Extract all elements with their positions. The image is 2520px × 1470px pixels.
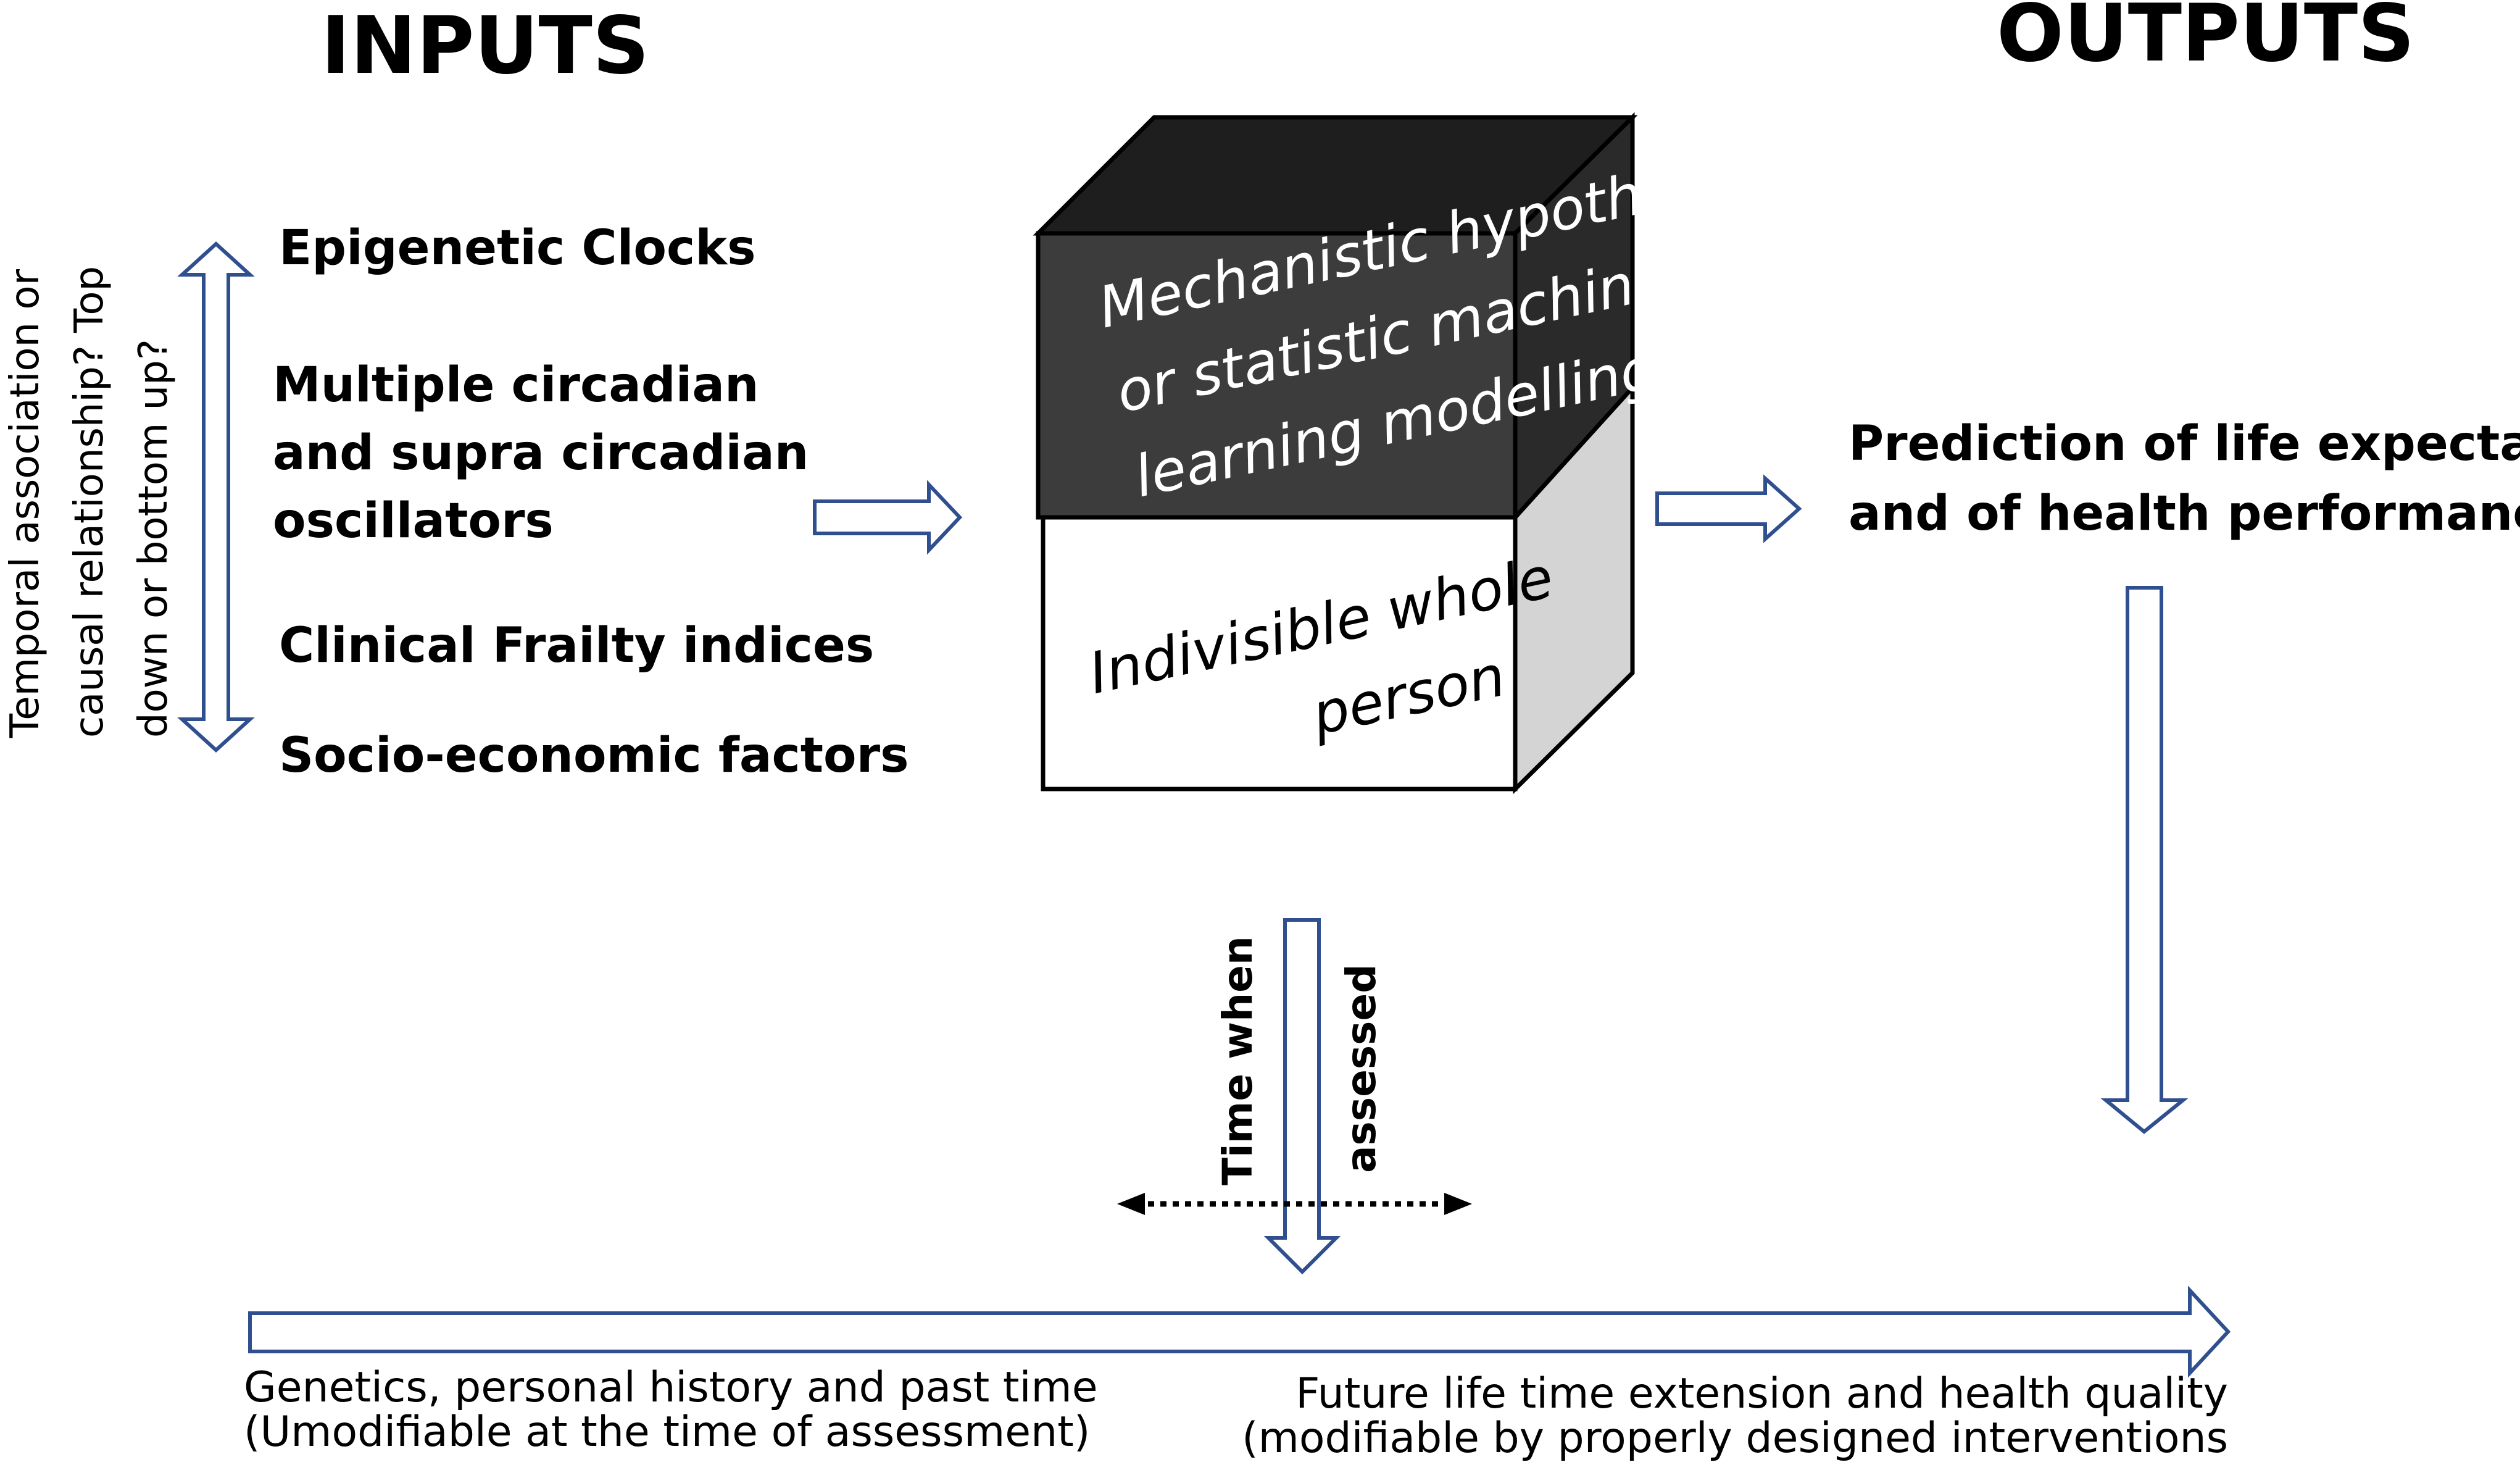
side-label-line-2: causal relationship? Top: [67, 266, 112, 738]
side-label-line-3: down or bottom up?: [131, 339, 177, 738]
model-cube: [1033, 112, 1638, 795]
timeline-left-line-2: (Umodifiable at the time of assessment): [244, 1408, 1090, 1456]
time-assessed-down-arrow: [1263, 918, 1341, 1275]
input-clinical-frailty: Clinical Frailty indices: [279, 618, 874, 674]
cube-lower-front-face: [1041, 515, 1518, 791]
cube-to-output-arrow: [1655, 474, 1802, 543]
output-line-2: and of health performance: [1848, 486, 2520, 541]
timeline-left-line-1: Genetics, personal history and past time: [244, 1363, 1098, 1412]
input-oscillators-line-3: oscillators: [273, 493, 554, 549]
time-when-text: Time when: [1214, 936, 1262, 1185]
timeline-arrow: [248, 1285, 2231, 1378]
input-socio-economic: Socio-economic factors: [279, 728, 909, 783]
side-label-line-1: Temporal association or: [2, 269, 48, 738]
input-epigenetic-clocks: Epigenetic Clocks: [279, 220, 756, 276]
dotted-horizontal-arrow: [1117, 1193, 1472, 1215]
outputs-heading: OUTPUTS: [1997, 0, 2414, 80]
double-headed-vertical-arrow: [177, 241, 255, 753]
timeline-right-line-2: (modifiable by properly designed interve…: [1242, 1414, 2228, 1463]
side-label: Temporal association or causal relations…: [2, 266, 177, 738]
assessed-text: assessed: [1337, 964, 1385, 1173]
timeline-right-line-1: Future life time extension and health qu…: [1295, 1369, 2228, 1418]
output-line-1: Prediction of life expectancy: [1848, 416, 2520, 472]
assessed-label: assessed: [1337, 964, 1385, 1173]
input-to-cube-arrow: [813, 480, 963, 555]
output-down-arrow: [2100, 586, 2189, 1134]
inputs-heading: INPUTS: [321, 0, 649, 92]
input-oscillators-line-1: Multiple circadian: [273, 357, 759, 413]
time-when-label: Time when: [1214, 936, 1262, 1185]
input-oscillators-line-2: and supra circadian: [273, 425, 809, 481]
